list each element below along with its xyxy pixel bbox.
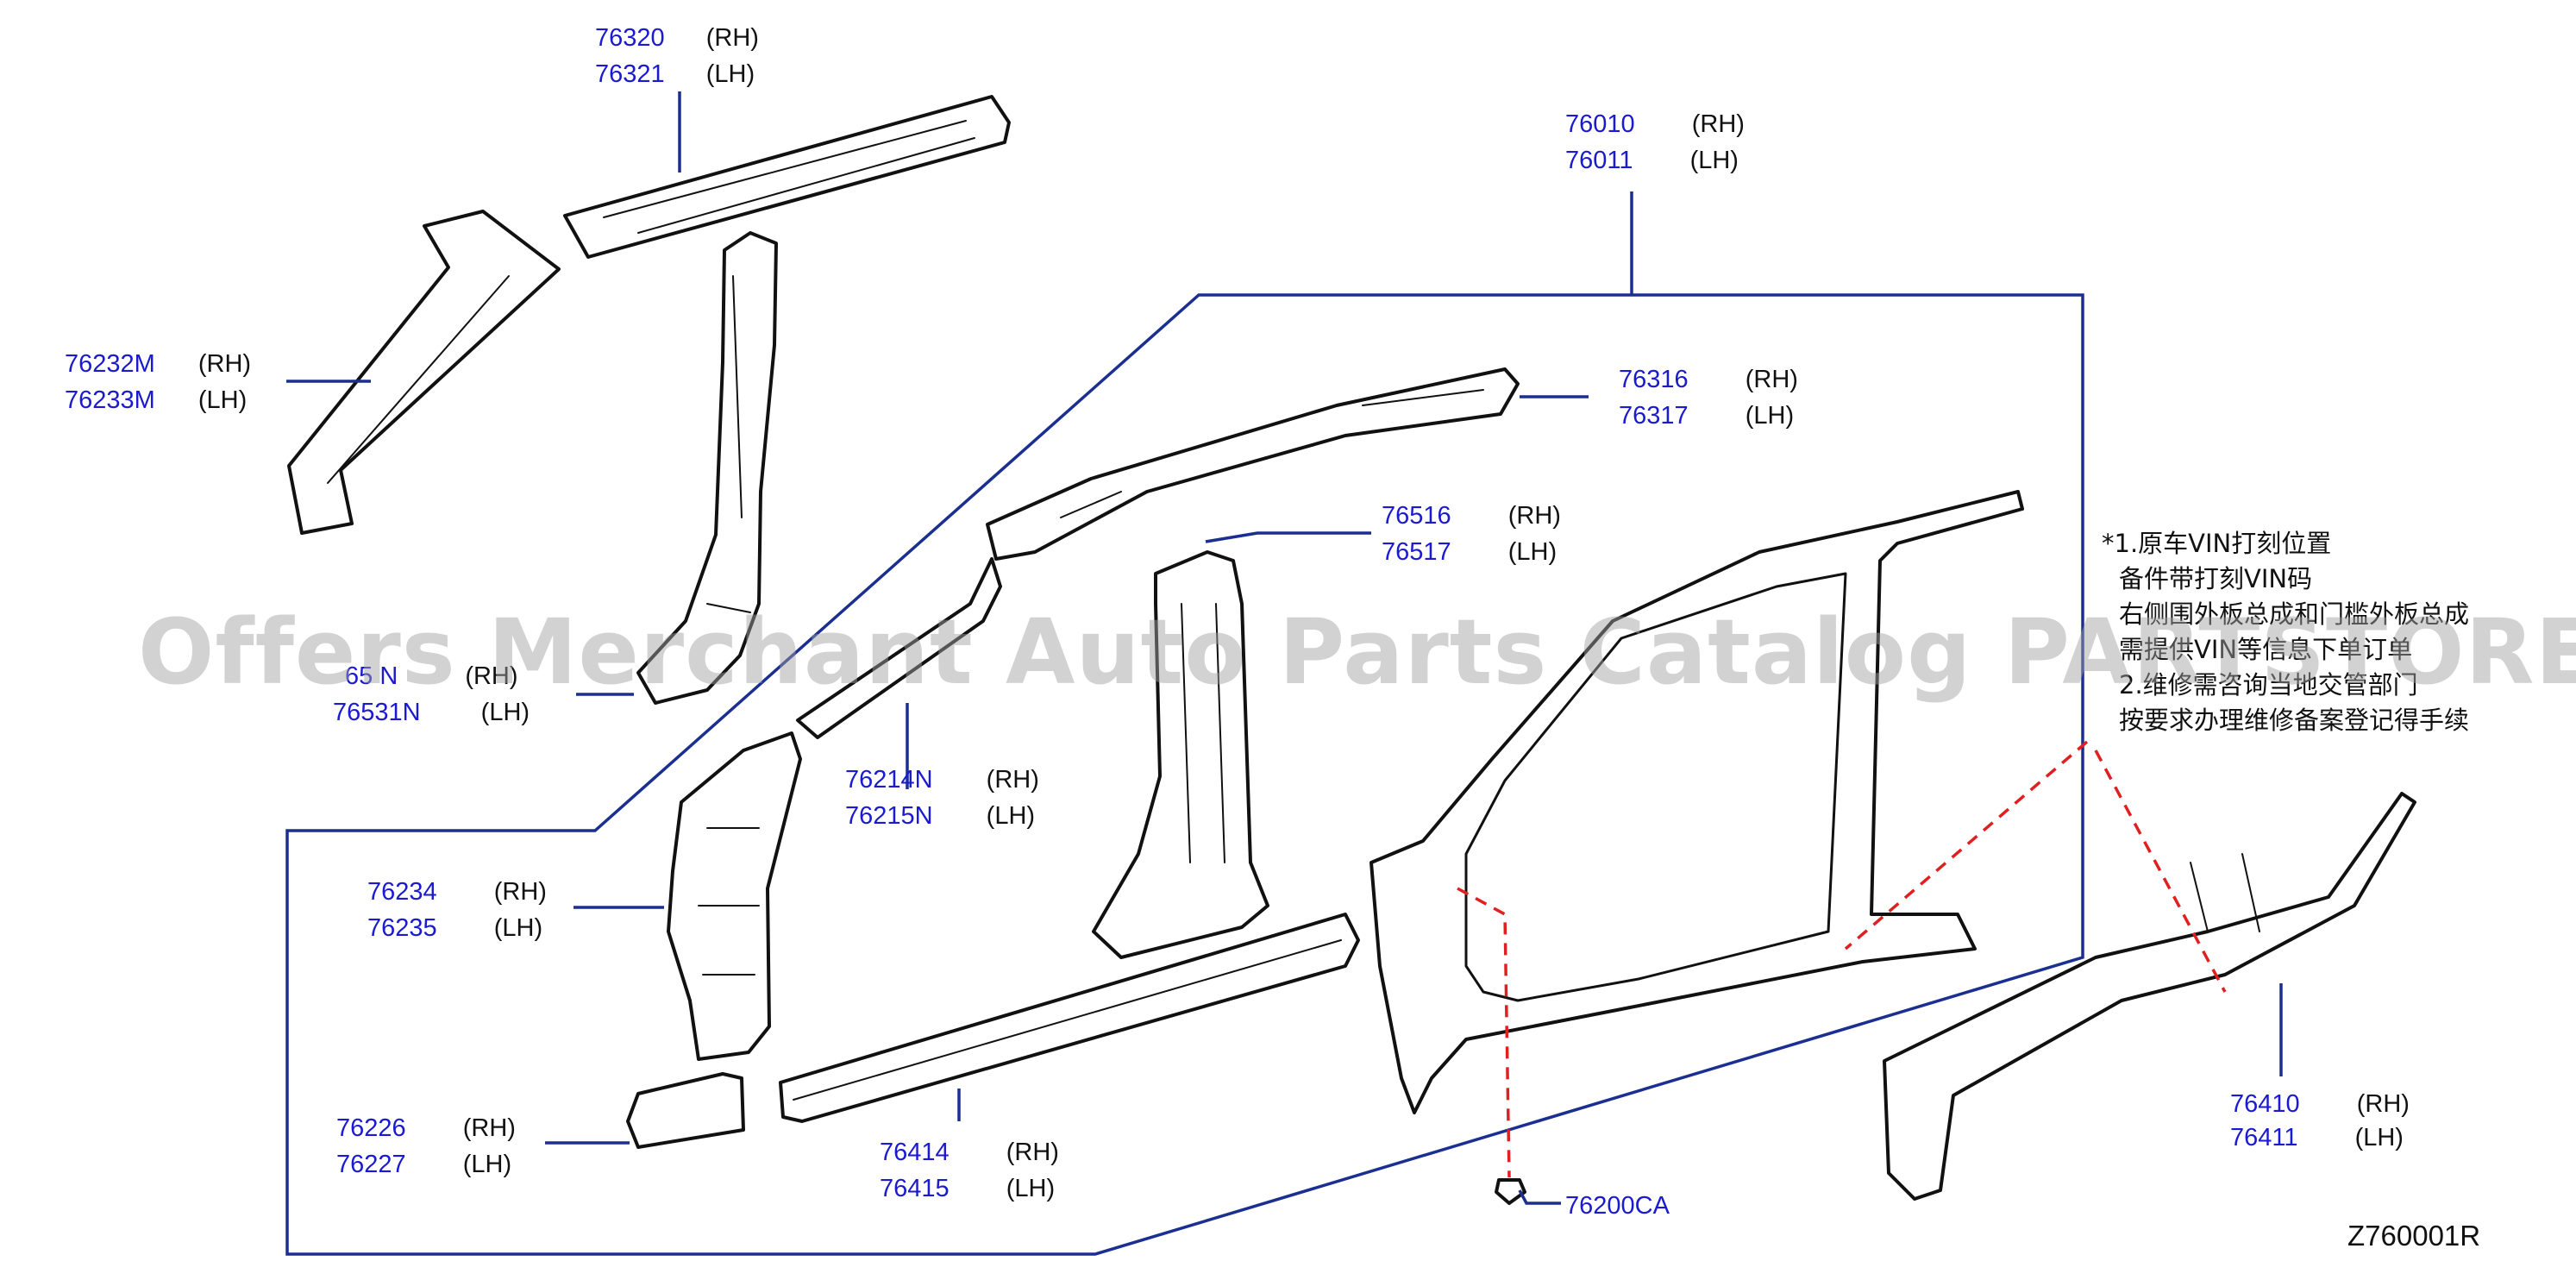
part-number[interactable]: 76320 <box>595 24 665 52</box>
label-76011[interactable]: 76011 (LH) <box>1565 148 1739 173</box>
watermark: Offers Merchant Auto Parts Catalog PARTS… <box>138 599 2576 705</box>
label-76214N[interactable]: 76214N (RH) <box>845 768 1039 793</box>
side-indicator: (LH) <box>462 1151 512 1178</box>
part-number[interactable]: 76214N <box>845 766 933 794</box>
part-number[interactable]: 76233M <box>65 386 155 414</box>
side-indicator: (LH) <box>197 386 248 414</box>
note-line: 2.维修需咨询当地交管部门 <box>2119 670 2418 700</box>
side-indicator: (LH) <box>1745 402 1795 430</box>
part-number[interactable]: 76414 <box>880 1139 950 1166</box>
part-number[interactable]: 76011 <box>1565 147 1633 174</box>
diagram-code: Z760001R <box>2347 1220 2481 1252</box>
label-76215N[interactable]: 76215N (LH) <box>845 804 1035 829</box>
part-number[interactable]: 76215N <box>845 802 933 830</box>
front-rail-part <box>796 557 1002 739</box>
note-line: 备件带打刻VIN码 <box>2119 564 2313 593</box>
vin-note: *1.原车VIN打刻位置 备件带打刻VIN码 右侧围外板总成和门槛外板总成 需提… <box>2102 526 2469 738</box>
roof-rail-part <box>563 95 1011 259</box>
part-number[interactable]: 76226 <box>336 1114 406 1142</box>
label-76235[interactable]: 76235 (LH) <box>367 916 542 941</box>
center-pillar-part <box>1092 550 1269 959</box>
side-indicator: (RH) <box>462 1114 516 1142</box>
label-76414[interactable]: 76414 (RH) <box>880 1140 1059 1165</box>
group-box-76010 <box>285 293 2084 1256</box>
note-line: 需提供VIN等信息下单订单 <box>2119 635 2413 664</box>
sill-outer-part <box>1883 792 2416 1201</box>
side-indicator: (LH) <box>1507 538 1558 566</box>
note-line: 按要求办理维修备案登记得手续 <box>2119 706 2470 735</box>
label-76232M[interactable]: 76232M (RH) <box>65 352 251 377</box>
side-indicator: (RH) <box>1507 502 1561 530</box>
roof-reinforcement-part <box>986 367 1520 561</box>
label-76227[interactable]: 76227 (LH) <box>336 1152 511 1177</box>
front-pillar-upper-part <box>287 210 561 535</box>
side-indicator: (LH) <box>480 699 530 726</box>
label-76531N[interactable]: 76531N (LH) <box>333 700 530 725</box>
label-76234[interactable]: 76234 (RH) <box>367 880 547 905</box>
side-indicator: (LH) <box>705 60 755 88</box>
side-indicator: (LH) <box>1689 147 1739 174</box>
label-76316[interactable]: 76316 (RH) <box>1619 367 1798 392</box>
leader-76516 <box>1205 531 1371 543</box>
label-76411[interactable]: 76411 (LH) <box>2230 1126 2404 1151</box>
part-number[interactable]: 76410 <box>2230 1090 2300 1118</box>
clip-part <box>1495 1178 1526 1205</box>
part-number[interactable]: 76316 <box>1619 366 1689 393</box>
label-76516[interactable]: 76516 (RH) <box>1382 504 1561 529</box>
side-indicator: (LH) <box>2354 1124 2404 1151</box>
note-line: *1.原车VIN打刻位置 <box>2102 529 2332 558</box>
side-indicator: (RH) <box>197 350 252 378</box>
part-number[interactable]: 76415 <box>880 1175 950 1202</box>
part-number[interactable]: 76321 <box>595 60 665 88</box>
label-76320[interactable]: 76320 (RH) <box>595 26 759 51</box>
side-indicator: (RH) <box>1745 366 1798 393</box>
label-76321[interactable]: 76321 (LH) <box>595 62 755 87</box>
label-76415[interactable]: 76415 (LH) <box>880 1176 1055 1202</box>
label-76010[interactable]: 76010 (RH) <box>1565 112 1745 137</box>
part-number[interactable]: 76234 <box>367 878 437 906</box>
side-indicator: (RH) <box>1006 1139 1059 1166</box>
part-number[interactable]: 76227 <box>336 1151 406 1178</box>
part-number[interactable]: 76010 <box>1565 110 1635 138</box>
side-indicator: (RH) <box>986 766 1039 794</box>
side-indicator: (RH) <box>465 662 518 690</box>
side-indicator: (RH) <box>705 24 759 52</box>
bracket-part <box>626 1072 745 1149</box>
part-number[interactable]: 76235 <box>367 914 437 942</box>
label-76233M[interactable]: 76233M (LH) <box>65 388 247 413</box>
center-pillar-inner-part <box>636 231 778 705</box>
label-76226[interactable]: 76226 (RH) <box>336 1116 516 1141</box>
part-number[interactable]: 76517 <box>1382 538 1451 566</box>
side-indicator: (LH) <box>986 802 1036 830</box>
side-indicator: (LH) <box>1006 1175 1056 1202</box>
side-indicator: (LH) <box>493 914 543 942</box>
part-number[interactable]: 76317 <box>1619 402 1689 430</box>
label-76410[interactable]: 76410 (RH) <box>2230 1092 2410 1117</box>
side-indicator: (RH) <box>2356 1090 2410 1118</box>
vin-marker-line-2 <box>1844 740 2089 951</box>
label-76317[interactable]: 76317 (LH) <box>1619 404 1794 429</box>
part-number[interactable]: 76411 <box>2230 1124 2298 1151</box>
note-line: 右侧围外板总成和门槛外板总成 <box>2119 599 2470 629</box>
vin-marker-line-3 <box>2094 750 2227 993</box>
label-76517[interactable]: 76517 (LH) <box>1382 540 1557 565</box>
label-76200CA[interactable]: 76200CA <box>1565 1194 1670 1219</box>
part-number[interactable]: 76232M <box>65 350 155 378</box>
vin-marker-line-1 <box>1457 887 1511 1178</box>
leader-76200CA <box>1518 1189 1561 1205</box>
part-number[interactable]: 76200CA <box>1565 1192 1670 1220</box>
sill-inner-part <box>779 913 1360 1123</box>
side-indicator: (RH) <box>493 878 547 906</box>
part-number[interactable]: 76531N <box>333 699 421 726</box>
side-outer-panel-part <box>1369 490 2024 1114</box>
side-indicator: (RH) <box>1691 110 1745 138</box>
hinge-pillar-part <box>667 731 802 1061</box>
label-76530N[interactable]: 65 N (RH) <box>345 664 518 689</box>
part-number[interactable]: 76516 <box>1382 502 1451 530</box>
door-opening-front <box>1464 572 1847 1002</box>
part-number[interactable]: 65 N <box>345 662 398 690</box>
